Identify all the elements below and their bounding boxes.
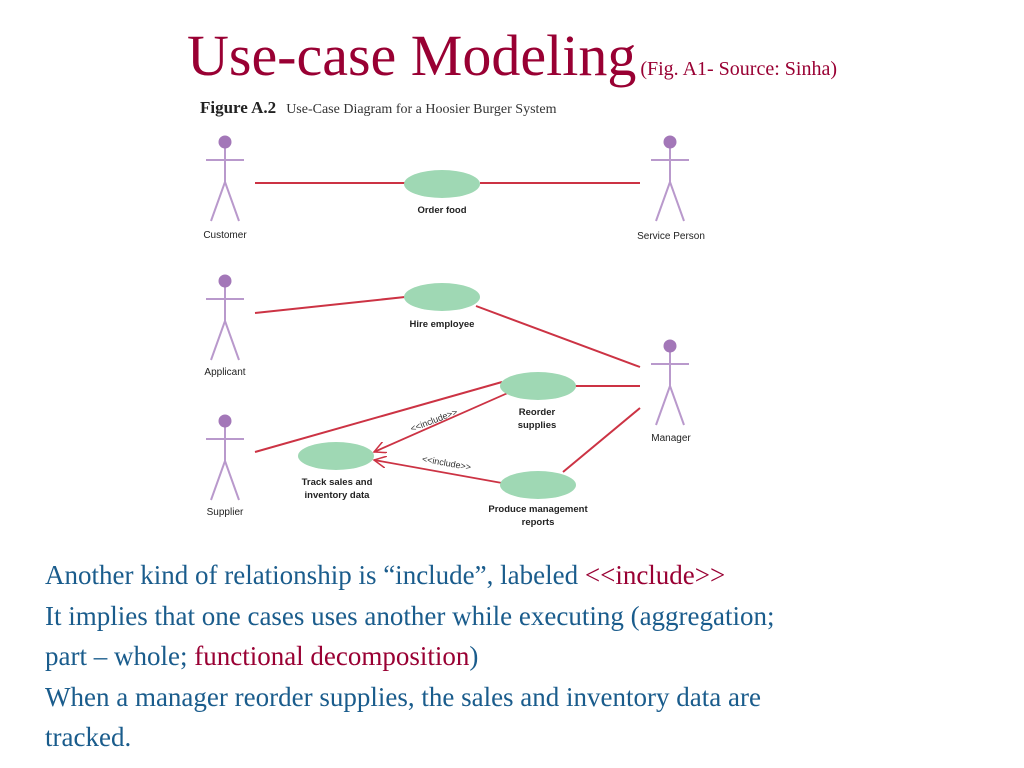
use-case-hire-employee	[404, 283, 480, 311]
body-text: Another kind of relationship is “include…	[45, 555, 1005, 758]
association-hire-employee-manager	[475, 305, 641, 368]
use-case-produce-reports	[500, 471, 576, 499]
body-line-5: tracked.	[45, 722, 132, 752]
figure-caption: Figure A.2 Use-Case Diagram for a Hoosie…	[200, 98, 557, 118]
figure-number: Figure A.2	[200, 98, 277, 117]
actor-head-icon	[663, 339, 677, 353]
body-line-3-a: part – whole;	[45, 641, 195, 671]
use-case-label-hire-employee: Hire employee	[410, 319, 475, 330]
use-case-ovals	[298, 170, 576, 499]
actor-label-supplier: Supplier	[207, 507, 244, 518]
include-label-reorder: <<include>>	[409, 407, 459, 434]
association-produce-reports-manager	[562, 407, 641, 473]
title-main: Use-case Modeling	[186, 23, 637, 88]
actor-supplier	[206, 414, 244, 501]
include-arrows	[374, 391, 511, 484]
figure-description: Use-Case Diagram for a Hoosier Burger Sy…	[286, 102, 557, 117]
actor-label-customer: Customer	[203, 230, 247, 241]
association-lines	[254, 182, 641, 473]
use-case-label-track-line2: inventory data	[305, 490, 371, 501]
association-supplier-reorder	[254, 381, 503, 453]
body-line-4: When a manager reorder supplies, the sal…	[45, 681, 761, 712]
actor-label-service-person: Service Person	[637, 231, 705, 242]
include-arrow-produce-to-track	[374, 460, 503, 484]
use-case-order-food	[404, 170, 480, 198]
use-case-label-produce-line2: reports	[522, 517, 555, 528]
body-line-1: Another kind of relationship is “include…	[45, 555, 1005, 596]
use-case-label-reorder-line2: supplies	[518, 420, 557, 431]
actor-manager	[651, 339, 689, 426]
actor-head-icon	[218, 274, 232, 288]
body-line-1-b: “include”, labeled	[383, 560, 585, 590]
actor-service-person	[651, 135, 689, 222]
actor-label-manager: Manager	[651, 433, 691, 444]
slide-title: Use-case Modeling (Fig. A1- Source: Sinh…	[0, 22, 1024, 89]
body-line-2: It implies that one cases uses another w…	[45, 600, 775, 631]
body-line-1-a: Another kind of relationship is	[45, 560, 384, 590]
use-case-reorder-supplies	[500, 372, 576, 400]
body-line-3-c: )	[469, 641, 479, 671]
title-source: (Fig. A1- Source: Sinha)	[640, 58, 837, 80]
association-applicant-hire-employee	[254, 296, 406, 314]
actor-head-icon	[218, 135, 232, 149]
actor-customer	[206, 135, 244, 222]
use-case-label-produce-line1: Produce management	[488, 504, 588, 515]
actor-head-icon	[663, 135, 677, 149]
body-line-3: part – whole; functional decomposition)	[45, 636, 1005, 677]
body-line-1-include-label: <<include>>	[584, 560, 726, 590]
use-case-label-order-food: Order food	[417, 205, 466, 216]
include-arrow-reorder-to-track	[374, 391, 511, 452]
actor-label-applicant: Applicant	[204, 367, 245, 378]
actor-applicant	[206, 274, 244, 361]
use-case-track-sales	[298, 442, 374, 470]
body-line-3-functional-decomposition: functional decomposition	[194, 641, 470, 671]
actor-head-icon	[218, 414, 232, 428]
use-case-label-reorder-line1: Reorder	[519, 407, 556, 418]
use-case-label-track-line1: Track sales and	[302, 477, 373, 488]
use-case-diagram: Customer Service Person Applicant Manage…	[203, 135, 705, 528]
